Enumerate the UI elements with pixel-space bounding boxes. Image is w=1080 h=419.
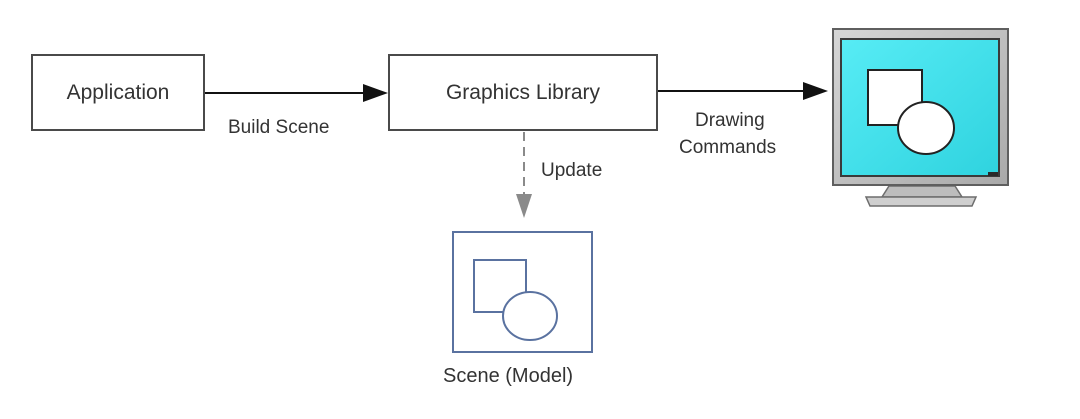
update-label: Update [541, 160, 603, 181]
monitor-icon [832, 28, 1009, 207]
edge-update [516, 132, 532, 218]
graphics-library-label: Graphics Library [445, 80, 601, 104]
application-label: Application [66, 80, 170, 104]
application-node: Application [31, 54, 205, 131]
build-scene-label: Build Scene [228, 117, 330, 138]
edge-drawing-commands [658, 82, 828, 100]
drawing-commands-label-line2: Commands [679, 137, 777, 158]
graphics-library-node: Graphics Library [388, 54, 658, 131]
scene-shapes-icon [473, 259, 558, 341]
scene-model-label: Scene (Model) [443, 365, 574, 387]
drawing-commands-label-line1: Drawing [695, 110, 765, 131]
edge-build-scene [205, 84, 388, 102]
scene-model-box [452, 231, 593, 353]
